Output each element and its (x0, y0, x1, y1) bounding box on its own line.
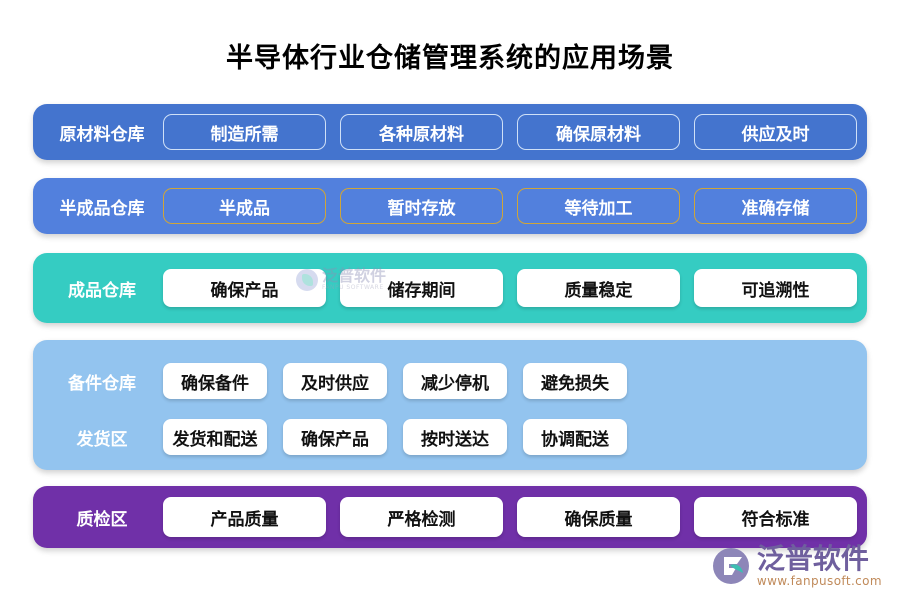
chip-finished-1[interactable]: 确保产品 (163, 269, 326, 307)
band-finished-goods-warehouse: 成品仓库 确保产品 储存期间 质量稳定 可追溯性 (33, 253, 867, 323)
band-quality-inspection-area: 质检区 产品质量 严格检测 确保质量 符合标准 (33, 486, 867, 548)
chip-shipping-1[interactable]: 发货和配送 (163, 419, 267, 455)
brand-text-block: 泛普软件 www.fanpusoft.com (756, 541, 882, 588)
brand-name: 泛普软件 (756, 541, 869, 575)
chip-raw-4[interactable]: 供应及时 (694, 114, 857, 150)
chip-shipping-4[interactable]: 协调配送 (523, 419, 627, 455)
brand-logo: 泛普软件 www.fanpusoft.com (711, 541, 882, 588)
fanpu-logo-icon (712, 547, 749, 584)
chip-qc-1[interactable]: 产品质量 (163, 497, 326, 537)
chip-raw-3[interactable]: 确保原材料 (517, 114, 680, 150)
band-raw-material-warehouse: 原材料仓库 制造所需 各种原材料 确保原材料 供应及时 (33, 104, 867, 160)
chip-qc-3[interactable]: 确保质量 (517, 497, 680, 537)
band-spare-and-shipping: 备件仓库 确保备件 及时供应 减少停机 避免损失 发货区 发货和配送 确保产品 … (33, 340, 867, 470)
band-label-quality-inspection-area: 质检区 (76, 509, 128, 530)
chip-finished-2[interactable]: 储存期间 (340, 269, 503, 307)
chip-group-raw-material-warehouse: 制造所需 各种原材料 确保原材料 供应及时 (163, 114, 867, 150)
chip-group-semi-finished-warehouse: 半成品 暂时存放 等待加工 准确存储 (163, 188, 867, 224)
chip-spare-4[interactable]: 避免损失 (523, 363, 627, 399)
chip-shipping-2[interactable]: 确保产品 (283, 419, 387, 455)
chip-spare-1[interactable]: 确保备件 (163, 363, 267, 399)
subrow-shipping-area: 发货区 发货和配送 确保产品 按时送达 协调配送 (33, 414, 867, 460)
chip-qc-2[interactable]: 严格检测 (340, 497, 503, 537)
chip-semi-3[interactable]: 等待加工 (517, 188, 680, 224)
chip-group-finished-goods-warehouse: 确保产品 储存期间 质量稳定 可追溯性 (163, 269, 867, 307)
chip-semi-1[interactable]: 半成品 (163, 188, 326, 224)
chip-semi-4[interactable]: 准确存储 (694, 188, 857, 224)
chip-group-quality-inspection-area: 产品质量 严格检测 确保质量 符合标准 (163, 497, 867, 537)
band-semi-finished-warehouse: 半成品仓库 半成品 暂时存放 等待加工 准确存储 (33, 178, 867, 234)
subrow-spare-parts-warehouse: 备件仓库 确保备件 及时供应 减少停机 避免损失 (33, 358, 867, 404)
band-label-raw-material-warehouse: 原材料仓库 (59, 124, 145, 145)
chip-raw-1[interactable]: 制造所需 (163, 114, 326, 150)
band-label-spare-parts-warehouse: 备件仓库 (68, 373, 136, 394)
brand-url: www.fanpusoft.com (756, 574, 882, 588)
chip-raw-2[interactable]: 各种原材料 (340, 114, 503, 150)
band-label-shipping-area: 发货区 (76, 429, 128, 450)
chip-spare-3[interactable]: 减少停机 (403, 363, 507, 399)
chip-semi-2[interactable]: 暂时存放 (340, 188, 503, 224)
chip-finished-4[interactable]: 可追溯性 (694, 269, 857, 307)
chip-group-shipping-area: 发货和配送 确保产品 按时送达 协调配送 (163, 419, 637, 455)
chip-group-spare-parts-warehouse: 确保备件 及时供应 减少停机 避免损失 (163, 363, 637, 399)
chip-shipping-3[interactable]: 按时送达 (403, 419, 507, 455)
page-title: 半导体行业仓储管理系统的应用场景 (226, 43, 674, 74)
chip-spare-2[interactable]: 及时供应 (283, 363, 387, 399)
band-label-semi-finished-warehouse: 半成品仓库 (59, 198, 145, 219)
band-label-finished-goods-warehouse: 成品仓库 (68, 280, 136, 301)
chip-finished-3[interactable]: 质量稳定 (517, 269, 680, 307)
chip-qc-4[interactable]: 符合标准 (694, 497, 857, 537)
